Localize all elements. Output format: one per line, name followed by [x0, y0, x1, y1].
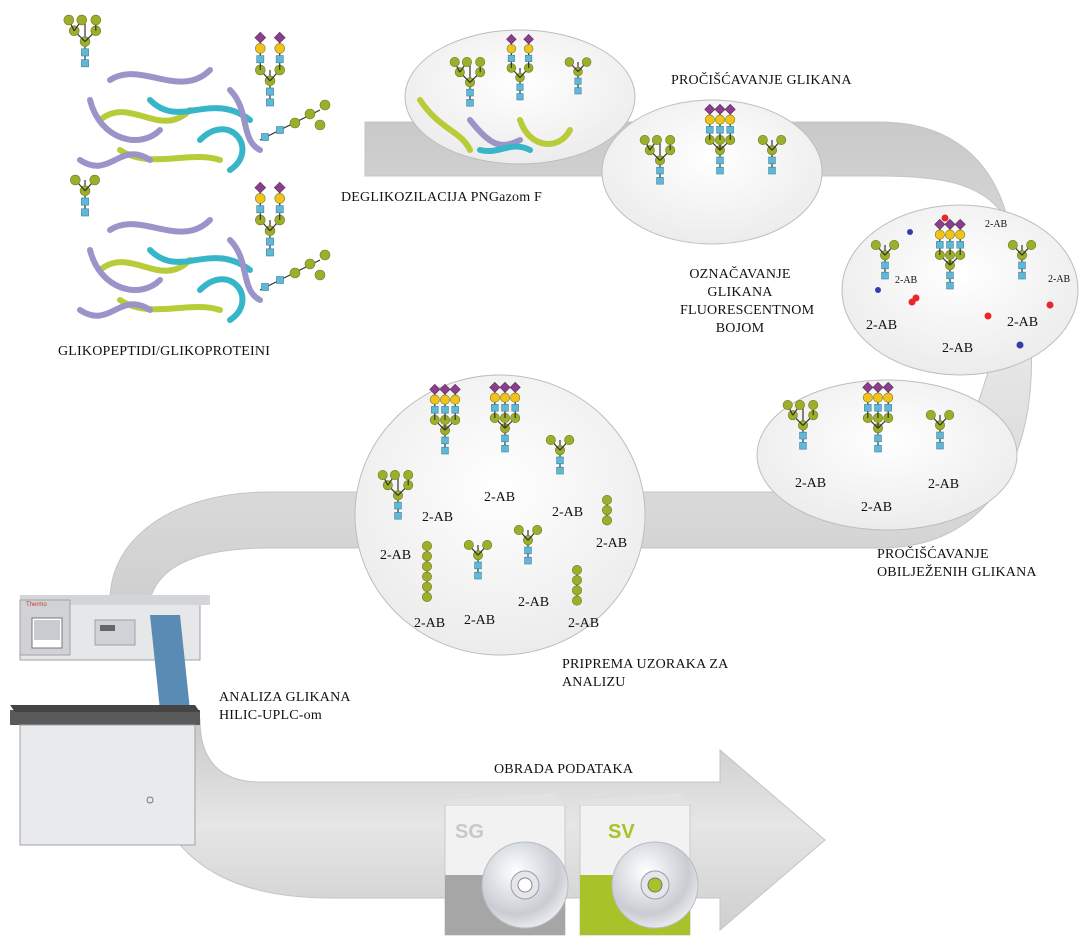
software-code-sg: SG: [455, 821, 484, 843]
label-sample-prep: PRIPREMA UZORAKA ZA ANALIZU: [562, 657, 729, 690]
label-labeled-purification: PROČIŠĆAVANJE OBILJEŽENIH GLIKANA: [877, 547, 1037, 580]
label-deglycosylation: DEGLIKOZILACIJA PNGazom F: [341, 190, 542, 205]
label-purification: PROČIŠĆAVANJE GLIKANA: [671, 73, 852, 88]
bubble-labeling: [841, 204, 1079, 376]
tag-2ab-label: 2-AB: [985, 219, 1008, 230]
2ab-tags: 2-AB 2-AB 2-AB 2-AB 2-AB 2-AB 2-AB 2-AB 2-AB 2-AB…: [380, 219, 1071, 631]
tag-2ab-label: 2-AB: [464, 613, 495, 628]
tag-2ab-label: 2-AB: [795, 476, 826, 491]
tag-2ab-label: 2-AB: [552, 505, 583, 520]
label-data-processing: OBRADA PODATAKA: [494, 762, 634, 777]
tag-2ab-label: 2-AB: [380, 548, 411, 563]
glycan-structures: [63, 14, 1037, 606]
tag-2ab-label: 2-AB: [596, 536, 627, 551]
tag-2ab-label: 2-AB: [414, 616, 445, 631]
tag-2ab-label: 2-AB: [928, 477, 959, 492]
label-glycopeptides: GLIKOPEPTIDI/GLIKOPROTEINI: [58, 344, 271, 359]
uplc-instrument: Thermo: [10, 595, 210, 846]
tag-2ab-label: 2-AB: [484, 490, 515, 505]
software-sv-box: SV: [579, 793, 699, 936]
tag-2ab-label: 2-AB: [422, 510, 453, 525]
dye-molecules: [875, 214, 1054, 349]
tag-2ab-label: 2-AB: [861, 500, 892, 515]
tag-2ab-label: 2-AB: [1007, 315, 1038, 330]
tag-2ab-label: 2-AB: [518, 595, 549, 610]
tag-2ab-label: 2-AB: [942, 341, 973, 356]
software-code-sv: SV: [608, 821, 635, 843]
tag-2ab-label: 2-AB: [1048, 274, 1071, 285]
tag-2ab-label: 2-AB: [866, 318, 897, 333]
label-analysis: ANALIZA GLIKANA HILIC-UPLC-om: [219, 690, 351, 723]
label-labeling: OZNAČAVANJE GLIKANA FLUORESCENTNOM BOJOM: [680, 267, 815, 336]
instrument-brand: Thermo: [26, 602, 47, 608]
tag-2ab-label: 2-AB: [895, 275, 918, 286]
tag-2ab-label: 2-AB: [568, 616, 599, 631]
software-sg-box: SG: [444, 793, 569, 936]
protein-ribbons: [77, 67, 573, 323]
